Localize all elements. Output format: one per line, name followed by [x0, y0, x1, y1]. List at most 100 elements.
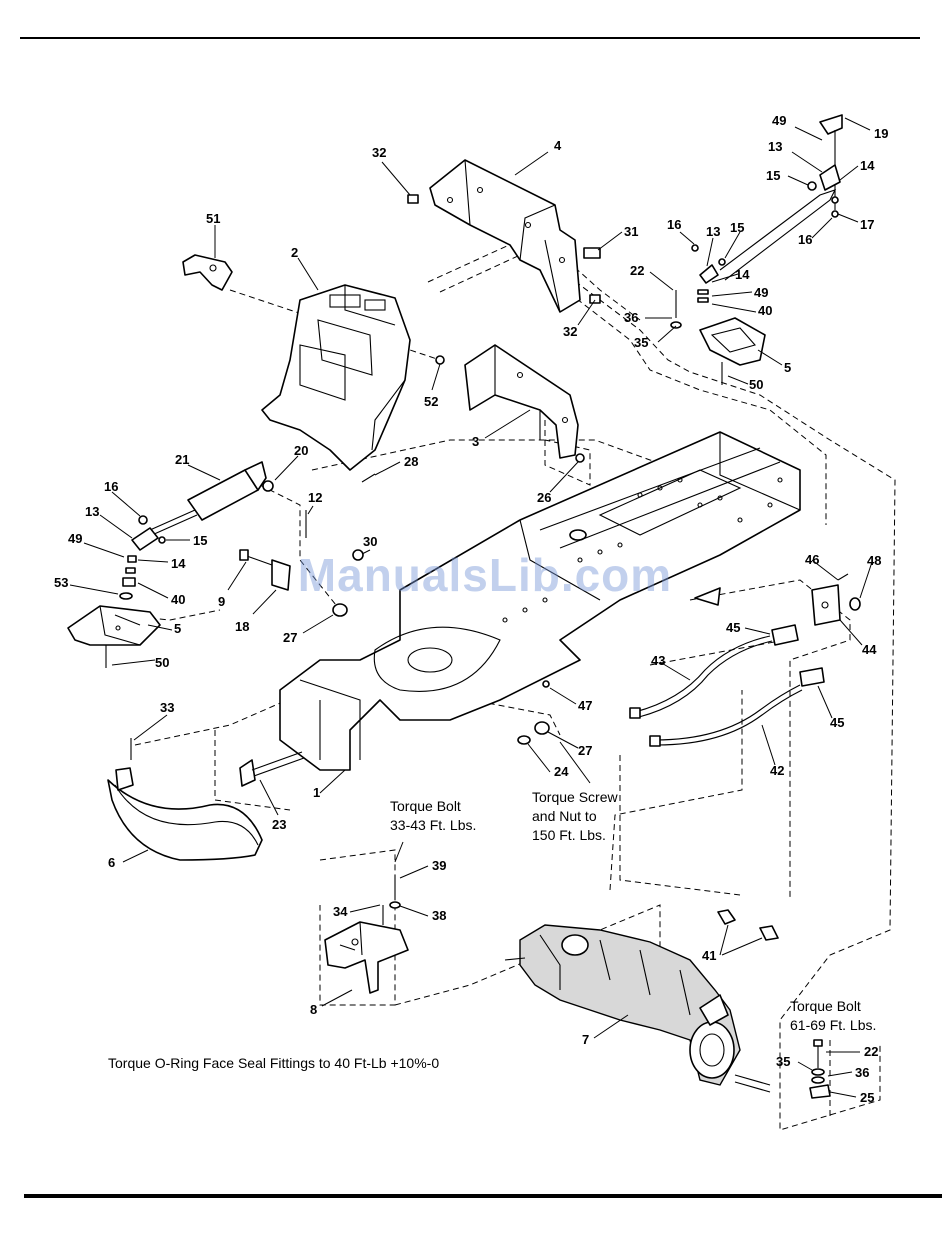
callout-23: 23 [272, 817, 286, 832]
callout-5: 5 [174, 621, 181, 636]
callout-38: 38 [432, 908, 446, 923]
callout-31: 31 [624, 224, 638, 239]
callout-50: 50 [749, 377, 763, 392]
callout-22: 22 [630, 263, 644, 278]
callout-18: 18 [235, 619, 249, 634]
callout-50: 50 [155, 655, 169, 670]
part-21-cylinder [149, 461, 274, 536]
callout-30: 30 [363, 534, 377, 549]
callout-13: 13 [706, 224, 720, 239]
callout-39: 39 [432, 858, 446, 873]
callout-28: 28 [404, 454, 418, 469]
callout-35: 35 [776, 1054, 790, 1069]
callout-35: 35 [634, 335, 648, 350]
torque-bolt-1-line-2: 33-43 Ft. Lbs. [390, 817, 476, 833]
torque-screw-line-2: and Nut to [532, 808, 597, 824]
callout-4: 4 [554, 138, 562, 153]
part-8-bracket [324, 875, 409, 994]
callout-17: 17 [860, 217, 874, 232]
bolts-top [361, 194, 601, 483]
callout-33: 33 [160, 700, 174, 715]
bottom-rule [24, 1194, 942, 1198]
callout-41: 41 [702, 948, 716, 963]
part-1-main-frame [279, 431, 801, 771]
callout-45: 45 [726, 620, 740, 635]
part-2-dash-panel [261, 284, 411, 471]
callout-2: 2 [291, 245, 298, 260]
callout-48: 48 [867, 553, 881, 568]
callout-36: 36 [624, 310, 638, 325]
part-41-fittings [717, 909, 779, 941]
oring-torque-note: Torque O-Ring Face Seal Fittings to 40 F… [108, 1055, 439, 1071]
callout-15: 15 [766, 168, 780, 183]
callout-40: 40 [758, 303, 772, 318]
part-3-mount-bracket [464, 344, 579, 459]
callout-1: 1 [313, 785, 320, 800]
callout-12: 12 [308, 490, 322, 505]
callout-53: 53 [54, 575, 68, 590]
lower-right-hardware [809, 1039, 831, 1099]
callout-13: 13 [768, 139, 782, 154]
callout-19: 19 [874, 126, 888, 141]
callout-15: 15 [193, 533, 207, 548]
part-6-bumper [107, 767, 263, 861]
callout-3: 3 [472, 434, 479, 449]
part-51-bracket [182, 254, 233, 291]
left-linkage-hardware [119, 515, 166, 600]
part-4-upper-bracket [429, 159, 581, 313]
part-7-transaxle [504, 924, 771, 1093]
callout-36: 36 [855, 1065, 869, 1080]
callout-5: 5 [784, 360, 791, 375]
callout-14: 14 [860, 158, 875, 173]
callout-16: 16 [104, 479, 118, 494]
leader-lines [69, 117, 873, 1098]
callout-14: 14 [171, 556, 186, 571]
callout-44: 44 [862, 642, 877, 657]
callout-46: 46 [805, 552, 819, 567]
callout-32: 32 [372, 145, 386, 160]
callout-14: 14 [735, 267, 750, 282]
callout-40: 40 [171, 592, 185, 607]
callout-25: 25 [860, 1090, 874, 1105]
part-23-pin [239, 751, 305, 787]
torque-bolt-2-line-1: Torque Bolt [790, 998, 861, 1014]
callout-51: 51 [206, 211, 220, 226]
torque-screw-line-3: 150 Ft. Lbs. [532, 827, 606, 843]
callout-49: 49 [68, 531, 82, 546]
lower-center-hardware [517, 680, 550, 745]
torque-bolt-1-line-1: Torque Bolt [390, 798, 461, 814]
callout-52: 52 [424, 394, 438, 409]
callout-22: 22 [864, 1044, 878, 1059]
callout-24: 24 [554, 764, 569, 779]
callout-numbers: 4 32 32 31 51 2 52 3 28 26 21 20 16 13 1… [54, 113, 888, 1105]
center-left-hardware [239, 510, 364, 617]
part-5-left-plate [67, 605, 161, 646]
callout-6: 6 [108, 855, 115, 870]
callout-9: 9 [218, 594, 225, 609]
torque-screw-line-1: Torque Screw [532, 789, 618, 805]
torque-bolt-2-line-2: 61-69 Ft. Lbs. [790, 1017, 876, 1033]
callout-21: 21 [175, 452, 189, 467]
part-5-right-plate [699, 317, 766, 366]
top-rule [20, 37, 920, 39]
callout-20: 20 [294, 443, 308, 458]
callout-13: 13 [85, 504, 99, 519]
callout-42: 42 [770, 763, 784, 778]
callout-16: 16 [667, 217, 681, 232]
torque-notes: Torque Bolt 33-43 Ft. Lbs. Torque Screw … [108, 789, 876, 1071]
callout-15: 15 [730, 220, 744, 235]
callout-47: 47 [578, 698, 592, 713]
callout-49: 49 [754, 285, 768, 300]
callout-32: 32 [563, 324, 577, 339]
upper-right-linkage [670, 114, 843, 329]
callout-34: 34 [333, 904, 348, 919]
callout-27: 27 [283, 630, 297, 645]
callout-26: 26 [537, 490, 551, 505]
callout-8: 8 [310, 1002, 317, 1017]
callout-45: 45 [830, 715, 844, 730]
callout-7: 7 [582, 1032, 589, 1047]
callout-16: 16 [798, 232, 812, 247]
callout-27: 27 [578, 743, 592, 758]
callout-49: 49 [772, 113, 786, 128]
